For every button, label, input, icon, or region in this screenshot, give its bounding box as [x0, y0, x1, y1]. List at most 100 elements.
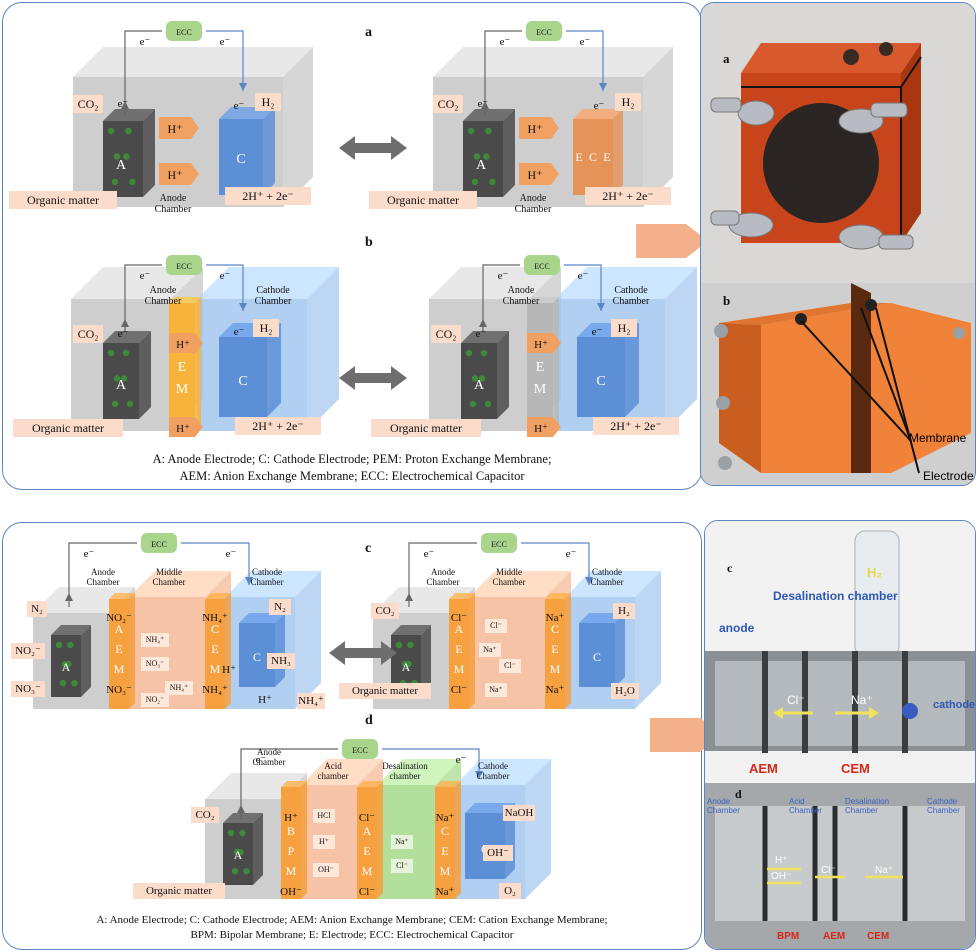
a-left-h2-bg [255, 93, 281, 111]
c-right-e-right: e⁻ [566, 548, 577, 560]
c-right-cem-letter: C [551, 622, 559, 636]
photo-bottom: c H₂ Desalination chamber anode cathode … [704, 520, 976, 950]
b-right-reaction: 2H⁺ + 2e⁻ [610, 419, 661, 433]
d-organic: Organic matter [146, 885, 212, 897]
a-left-proton-arrow-2 [159, 163, 199, 185]
c-right-cl-mid: Cl⁻ [490, 621, 502, 630]
d-aem-letter: M [362, 864, 373, 878]
b-right-anode [461, 343, 497, 419]
d-desal-ch-top [377, 759, 461, 785]
d-co2-bg [191, 807, 219, 823]
b-right-ecc [524, 255, 560, 275]
d-hplus-mid-bg [313, 835, 335, 849]
c-right-cem [545, 599, 565, 709]
microbe-dot [489, 178, 496, 186]
c-left-hplus2: H⁺ [258, 694, 272, 706]
c-left-no3-mem: NO₃⁻ [106, 684, 132, 696]
microbe-dot [107, 127, 115, 135]
d-e-right: e⁻ [456, 754, 467, 766]
b-right-arrow-bot [527, 417, 561, 437]
microbe-dot [227, 829, 235, 837]
a-right-arrow-down [599, 83, 607, 91]
a-left-e-cathode: e⁻ [234, 100, 245, 112]
d-acid-ch-top [301, 759, 383, 785]
photo-na2: Na⁺ [875, 865, 894, 876]
c-left-nh4-mid-bg [141, 633, 169, 647]
d-e-left: e⁻ [256, 754, 267, 766]
a-right-e-anode: e⁻ [478, 98, 489, 110]
c-left-no2-bg [11, 643, 45, 659]
c-right-arrow-down [585, 577, 593, 585]
b-right-co2-bg [431, 325, 461, 343]
microbe-dot [473, 153, 481, 160]
c-right-anode-label: A [402, 660, 411, 674]
d-wire-left [240, 748, 338, 819]
c-left-cem-letter: C [211, 622, 219, 636]
photo-bpm: BPM [777, 931, 800, 942]
b-right-e-cathode: e⁻ [592, 326, 603, 338]
d-wire-right [382, 748, 480, 779]
b-left-ecc-label: ECC [176, 262, 192, 271]
c-right-e-left: e⁻ [424, 548, 435, 560]
photo-desal: Desalination chamber [773, 589, 898, 603]
d-cem-letter: M [440, 864, 451, 878]
photo-aem: AEM [749, 761, 778, 776]
d-na-mem: Na⁺ [436, 812, 455, 824]
photo-aem2: AEM [823, 931, 846, 942]
b-left-membrane [169, 303, 195, 431]
c-left-nh4-mid2: NH₄⁺ [170, 683, 189, 692]
b-right-ecc-label: ECC [534, 262, 550, 271]
c-left-ecc [141, 533, 177, 553]
microbe-dot [67, 641, 74, 649]
microbe-dot [469, 400, 477, 408]
c-right-aem-letter: M [454, 662, 465, 676]
b-right-e-right: e⁻ [578, 270, 589, 282]
c-right-organic-bg [339, 683, 431, 699]
a-right-anode-side [503, 109, 515, 197]
d-na-mid-bg [391, 835, 413, 849]
photo-label-b: b [723, 293, 731, 308]
b-left-co2-bg [73, 325, 103, 343]
d-cl-mem: Cl⁻ [359, 812, 375, 824]
c-right-h2-bg [613, 603, 635, 619]
microbe-dot [243, 867, 250, 875]
c-right-co2: CO₂ [375, 605, 394, 617]
b-left-arrow-top [169, 333, 203, 353]
d-aem [357, 787, 377, 899]
caption-bottom: A: Anode Electrode; C: Cathode Electrode… [3, 913, 701, 943]
c-right-cathode-ch-side [635, 571, 661, 709]
d-cem-top [435, 781, 461, 787]
microbe-dot [471, 375, 479, 382]
c-left-cathode-side [275, 613, 285, 687]
c-left-nh4-mid: NH₄⁺ [146, 635, 165, 644]
photo-top-drawing [701, 3, 975, 485]
caption-top-line1: A: Anode Electrode; C: Cathode Electrode… [152, 452, 552, 466]
microbe-dot [125, 127, 132, 135]
microbe-dot [231, 867, 239, 875]
b-left-e-left: e⁻ [140, 270, 151, 282]
a-left-reaction: 2H⁺ + 2e⁻ [242, 189, 293, 203]
b-right-arrow-down [597, 303, 605, 311]
b-right-e-left: e⁻ [498, 270, 509, 282]
caption-bottom-line2: BPM: Bipolar Membrane; E: Electrode; ECC… [190, 929, 514, 941]
b-left-organic: Organic matter [32, 421, 104, 435]
a-left-arrow-up [121, 101, 129, 109]
c-right-cem-side [565, 593, 571, 709]
c-right-wire-left [408, 542, 477, 607]
d-cem-side [455, 781, 461, 899]
c-left-anode-side [81, 625, 91, 697]
a-right-hplus-2: H⁺ [528, 168, 543, 182]
a-left-e-left: e⁻ [140, 36, 151, 48]
c-left-no3-mid: NO₃⁻ [146, 659, 165, 668]
c-right-h2o: H₂O [615, 685, 635, 697]
b-right-h2: H₂ [618, 321, 631, 335]
a-right-electrode-side [613, 109, 623, 195]
photo-electrode-label: Electrode [923, 469, 974, 483]
photo-ohminus: OH⁻ [771, 871, 792, 882]
c-left-middle-ch-top [129, 571, 231, 597]
b-right-membrane-letter: E [536, 360, 545, 375]
